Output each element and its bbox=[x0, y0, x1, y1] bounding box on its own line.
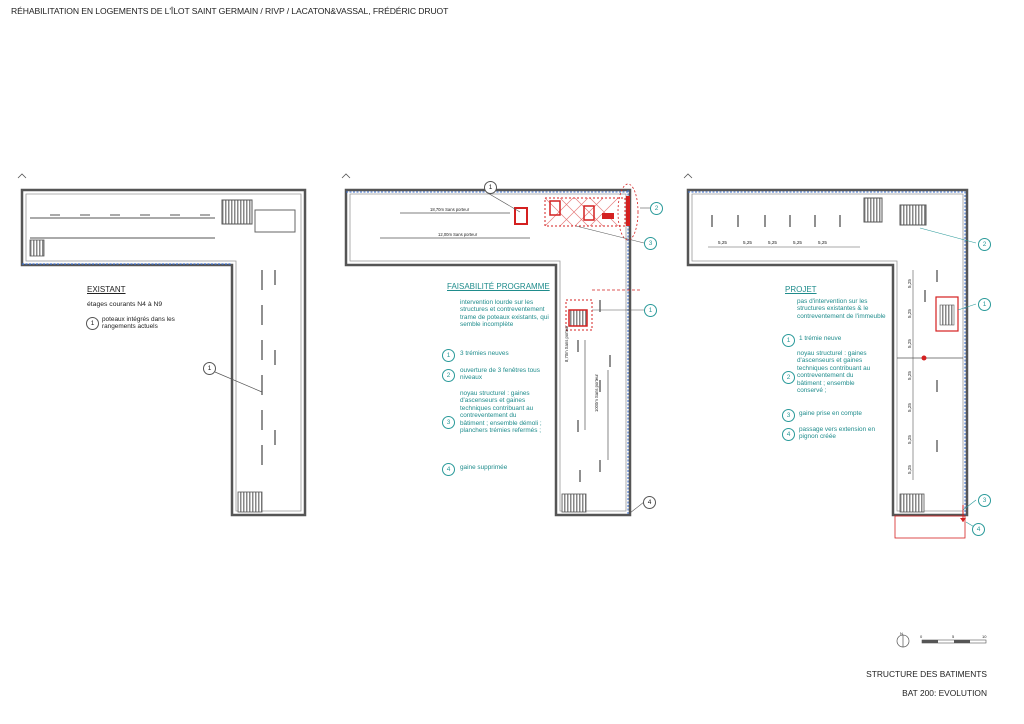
callout-projet-4: 4 bbox=[972, 523, 985, 536]
callout-faisabilite-4: 4 bbox=[643, 496, 656, 509]
scale-5: 5 bbox=[952, 634, 955, 639]
callout-existant-1: 1 bbox=[203, 362, 216, 375]
pdim-4: 5,25 bbox=[793, 240, 802, 245]
faisabilite-note-1-num: 1 bbox=[442, 349, 455, 362]
pvdim-1: 5,25 bbox=[907, 279, 912, 288]
dim-3: 8,70m Sans porteur bbox=[564, 325, 569, 362]
faisabilite-note-2-num: 2 bbox=[442, 369, 455, 382]
existant-title: EXISTANT bbox=[87, 285, 126, 294]
projet-note-2-num: 2 bbox=[782, 371, 795, 384]
scale-0: 0 bbox=[920, 634, 923, 639]
footer-subtitle: BAT 200: EVOLUTION bbox=[902, 688, 987, 698]
existant-note-text: poteaux intégrés dans les rangements act… bbox=[102, 316, 175, 331]
projet-note-3: gaine prise en compte bbox=[799, 410, 862, 417]
scale-bar bbox=[896, 634, 987, 648]
pdim-2: 5,25 bbox=[743, 240, 752, 245]
pdim-1: 5,25 bbox=[718, 240, 727, 245]
projet-note-3-num: 3 bbox=[782, 409, 795, 422]
dim-1: 18,70m Sans porteur bbox=[430, 207, 470, 212]
callout-faisabilite-2: 2 bbox=[650, 202, 663, 215]
faisabilite-intro: intervention lourde sur les structures e… bbox=[460, 299, 549, 329]
plan-projet bbox=[683, 173, 977, 539]
faisabilite-note-4-num: 4 bbox=[442, 463, 455, 476]
faisabilite-note-2: ouverture de 3 fenêtres tous niveaux bbox=[460, 367, 540, 382]
plan-existant bbox=[17, 173, 307, 517]
pdim-3: 5,25 bbox=[768, 240, 777, 245]
projet-title: PROJET bbox=[785, 285, 817, 294]
dim-4: 1000m Sans porteur bbox=[594, 374, 599, 412]
callout-faisabilite-1: 1 bbox=[484, 181, 497, 194]
existant-subtitle: étages courants N4 à N9 bbox=[87, 301, 163, 308]
callout-projet-1: 1 bbox=[978, 298, 991, 311]
faisabilite-note-3: noyau structurel : gaines d'ascenseurs e… bbox=[460, 390, 542, 435]
pvdim-4: 5,25 bbox=[907, 371, 912, 380]
footer-title: STRUCTURE DES BATIMENTS bbox=[866, 669, 987, 679]
faisabilite-note-1: 3 trémies neuves bbox=[460, 350, 509, 357]
faisabilite-note-3-num: 3 bbox=[442, 416, 455, 429]
projet-note-1-num: 1 bbox=[782, 334, 795, 347]
pvdim-3: 5,25 bbox=[907, 339, 912, 348]
projet-note-4: passage vers extension en pignon créée bbox=[799, 426, 876, 441]
projet-note-1: 1 trémie neuve bbox=[799, 335, 842, 342]
callout-faisabilite-1b: 1 bbox=[644, 304, 657, 317]
pdim-5: 5,25 bbox=[818, 240, 827, 245]
projet-note-4-num: 4 bbox=[782, 428, 795, 441]
faisabilite-title: FAISABILITÉ PROGRAMME bbox=[447, 282, 550, 291]
scale-10: 10 bbox=[982, 634, 987, 639]
callout-projet-3: 3 bbox=[978, 494, 991, 507]
dim-2: 12,00m Sans porteur bbox=[438, 232, 478, 237]
existant-note-num: 1 bbox=[86, 317, 99, 330]
pvdim-5: 5,25 bbox=[907, 403, 912, 412]
faisabilite-note-4: gaine supprimée bbox=[460, 464, 508, 471]
pvdim-6: 5,25 bbox=[907, 435, 912, 444]
projet-note-2: noyau structurel : gaines d'ascenseurs e… bbox=[797, 350, 871, 395]
pvdim-7: 5,25 bbox=[907, 465, 912, 474]
page-header: RÉHABILITATION EN LOGEMENTS DE L'ÎLOT SA… bbox=[11, 6, 449, 16]
north-label: N bbox=[900, 631, 903, 636]
pvdim-2: 5,25 bbox=[907, 309, 912, 318]
callout-projet-2: 2 bbox=[978, 238, 991, 251]
callout-faisabilite-3: 3 bbox=[644, 237, 657, 250]
projet-intro: pas d'intervention sur les structures ex… bbox=[797, 298, 886, 320]
